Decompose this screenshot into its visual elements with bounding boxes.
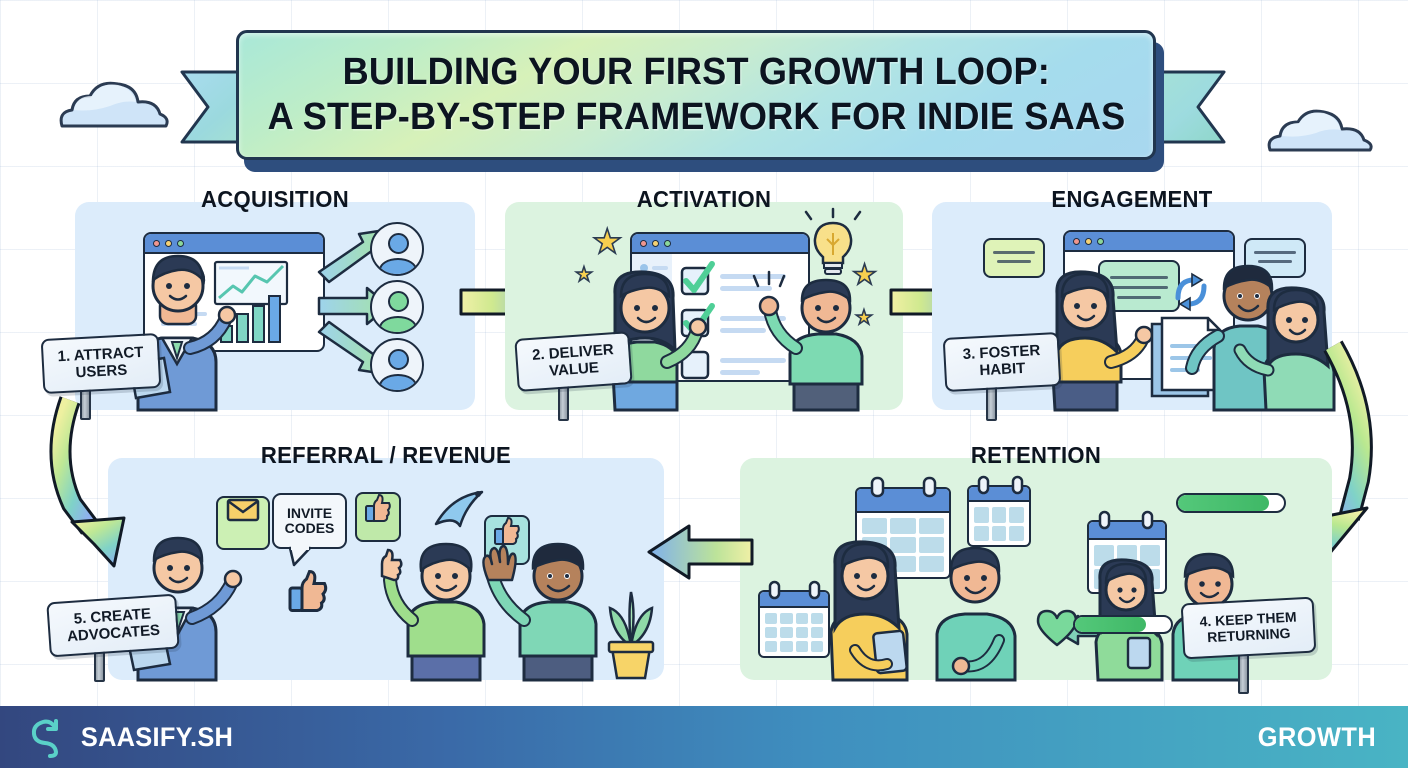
heart-icon: [1036, 609, 1078, 647]
sign-text-line-2: RETURNING: [1206, 624, 1291, 646]
invite-codes-line-1: INVITE: [286, 504, 333, 521]
sign-text-line-2: HABIT: [979, 359, 1026, 380]
person-woman-engagement: [1049, 270, 1154, 412]
window-dot-yellow: [652, 239, 659, 247]
person-woman-retention: [829, 540, 909, 682]
bubble-invite-codes: INVITE CODES: [272, 493, 347, 567]
progress-bar-top: [1176, 493, 1286, 513]
calendar-icon-small: [967, 485, 1031, 547]
panel-title-retention: RETENTION: [970, 442, 1102, 468]
circular-arrow-s-icon: [31, 719, 59, 758]
calendar-icon-large: [855, 487, 951, 579]
sign-text-line-2: VALUE: [548, 358, 600, 380]
page-title-line-2: A STEP-BY-STEP FRAMEWORK FOR INDIE SAAS: [267, 96, 1125, 138]
star-icon-3: ★: [851, 258, 878, 291]
panel-title-engagement: ENGAGEMENT: [1051, 186, 1213, 212]
bubble-thumbs-up-1: [355, 492, 401, 542]
avatar-user-1: [370, 222, 424, 276]
footer-bar: SAASIFY.SH GROWTH: [0, 706, 1408, 768]
person-man-activation: [752, 270, 864, 412]
potted-plant-icon: [607, 591, 655, 680]
brand-block[interactable]: SAASIFY.SH: [28, 717, 238, 758]
thumbs-up-icon-standalone: [288, 569, 328, 612]
progress-bar-bottom: [1073, 615, 1173, 634]
avatar-user-2: [370, 280, 424, 334]
calendar-rings-small: [977, 475, 1024, 495]
sign-text-line-2: USERS: [75, 361, 128, 381]
window-dot-green: [1097, 237, 1104, 245]
window-dot-red: [640, 239, 647, 247]
share-swoosh-icon: [434, 490, 484, 528]
browser-titlebar: [632, 234, 808, 254]
calendar-rings-left: [768, 580, 821, 600]
window-dot-green: [664, 239, 671, 247]
chat-bubble-left: [983, 238, 1045, 278]
browser-titlebar: [145, 234, 323, 254]
chat-bubble-right: [1244, 238, 1306, 278]
sign-board-keep-them-returning: 4. KEEP THEM RETURNING: [1180, 596, 1317, 660]
panel-title-referral-revenue: REFERRAL / REVENUE: [260, 442, 512, 468]
bubble-email-invite: [216, 496, 270, 550]
lightbulb-icon: [804, 207, 862, 275]
calendar-icon-left: [758, 590, 830, 658]
arrow-retention-to-referral[interactable]: [645, 522, 755, 582]
star-icon-2: ★: [574, 263, 594, 287]
refresh-loop-icon: [1175, 272, 1207, 312]
panel-title-acquisition: ACQUISITION: [201, 186, 349, 212]
footer-category-label: GROWTH: [1257, 721, 1377, 752]
avatar-user-3: [370, 338, 424, 392]
thumbs-up-icon: [494, 516, 520, 545]
invite-codes-line-2: CODES: [284, 520, 335, 536]
title-plate: BUILDING YOUR FIRST GROWTH LOOP: A STEP-…: [236, 30, 1156, 160]
envelope-icon: [226, 498, 260, 522]
calendar-rings-large: [870, 476, 937, 498]
sign-board-foster-habit: 3. FOSTER HABIT: [942, 332, 1062, 392]
browser-titlebar: [1065, 232, 1233, 252]
bubble-tail: [288, 546, 312, 567]
star-icon-4: ★: [854, 306, 874, 330]
person-advocate-3: [482, 542, 598, 682]
sign-board-create-advocates: 5. CREATE ADVOCATES: [46, 593, 180, 658]
window-dot-green: [177, 239, 184, 247]
window-dot-yellow: [165, 239, 172, 247]
sign-board-deliver-value: 2. DELIVER VALUE: [514, 331, 633, 392]
star-icon-1: ★: [591, 222, 623, 262]
window-dot-yellow: [1085, 237, 1092, 245]
panel-title-activation: ACTIVATION: [636, 186, 772, 212]
title-ribbon: BUILDING YOUR FIRST GROWTH LOOP: A STEP-…: [178, 26, 1228, 172]
person-advocate-2: [380, 542, 486, 682]
brand-name: SAASIFY.SH: [80, 721, 234, 752]
cloud-icon-left: [52, 76, 176, 138]
person-man-retention: [935, 546, 1017, 682]
arrow-referral-to-acquisition[interactable]: [49, 392, 192, 574]
cloud-icon-right: [1262, 104, 1380, 162]
thumbs-up-icon: [365, 493, 391, 522]
calendar-rings-right: [1098, 510, 1154, 530]
window-dot-red: [153, 239, 160, 247]
page-title-line-1: BUILDING YOUR FIRST GROWTH LOOP:: [342, 51, 1050, 94]
window-dot-red: [1073, 237, 1080, 245]
sign-board-attract-users: 1. ATTRACT USERS: [40, 332, 162, 395]
